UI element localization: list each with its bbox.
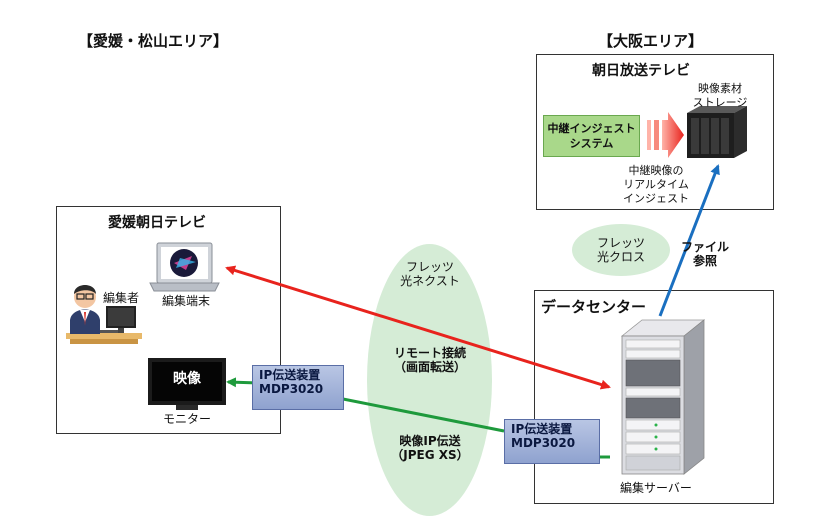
flets-next-line2: 光ネクスト — [400, 274, 460, 288]
file-reference-line2: 参照 — [692, 254, 717, 268]
editor-person-icon — [66, 285, 142, 344]
ip-device-ehime-line1: IP伝送装置 — [259, 368, 321, 382]
flets-cross-line2: 光クロス — [596, 250, 645, 264]
monitor-label: モニター — [162, 412, 211, 426]
right-area-title: 【大阪エリア】 — [598, 32, 704, 50]
file-reference-arrow — [658, 164, 720, 317]
remote-connection-arrow — [225, 265, 611, 390]
file-reference-label: ファイル 参照 — [680, 240, 730, 268]
flets-next-label: フレッツ 光ネクスト — [390, 260, 470, 288]
storage-label-line1: 映像素材 — [698, 82, 742, 95]
laptop-icon — [149, 242, 220, 292]
ip-device-ehime-line2: MDP3020 — [259, 382, 324, 396]
ingest-system-line1: 中継インジェスト — [547, 122, 636, 135]
realtime-ingest-line1: 中継映像の — [628, 164, 684, 177]
ip-device-datacenter-line2: MDP3020 — [511, 436, 576, 450]
ingest-block-arrow — [647, 112, 684, 158]
remote-connection-line1: リモート接続 — [393, 346, 466, 360]
monitor-icon — [148, 358, 226, 410]
realtime-ingest-label: 中継映像の リアルタイム インジェスト — [614, 164, 698, 206]
storage-label-line2: ストレージ — [692, 96, 748, 109]
storage-label: 映像素材 ストレージ — [690, 82, 750, 110]
realtime-ingest-line2: リアルタイム — [623, 178, 689, 191]
file-reference-line1: ファイル — [680, 240, 729, 254]
ip-device-datacenter: IP伝送装置 MDP3020 — [504, 419, 600, 464]
ingest-system-line2: システム — [569, 137, 614, 150]
server-rack-icon — [620, 319, 706, 475]
asahi-hoso-title: 朝日放送テレビ — [592, 63, 690, 79]
remote-connection-label: リモート接続 （画面転送） — [383, 346, 477, 374]
server-label: 編集サーバー — [620, 481, 692, 495]
video-ip-line1: 映像IP伝送 — [399, 434, 461, 448]
ip-line-middle — [337, 396, 505, 433]
storage-nas-icon — [687, 106, 747, 158]
ehime-asahi-title: 愛媛朝日テレビ — [108, 215, 206, 231]
flets-next-line1: フレッツ — [405, 260, 454, 274]
terminal-label: 編集端末 — [161, 294, 210, 308]
monitor-screen-text: 映像 — [173, 371, 201, 387]
video-ip-line2: （JPEG XS） — [391, 448, 469, 462]
ingest-system-box: 中継インジェスト システム — [543, 115, 640, 157]
video-ip-label: 映像IP伝送 （JPEG XS） — [383, 434, 477, 462]
flets-cross-line1: フレッツ — [596, 236, 645, 250]
left-area-title: 【愛媛・松山エリア】 — [78, 32, 229, 50]
ip-device-datacenter-line1: IP伝送装置 — [511, 422, 573, 436]
realtime-ingest-line3: インジェスト — [623, 192, 689, 205]
remote-connection-line2: （画面転送） — [393, 360, 466, 374]
flets-cross-label: フレッツ 光クロス — [583, 236, 659, 264]
editor-label: 編集者 — [102, 291, 139, 305]
ip-device-ehime: IP伝送装置 MDP3020 — [252, 365, 344, 410]
